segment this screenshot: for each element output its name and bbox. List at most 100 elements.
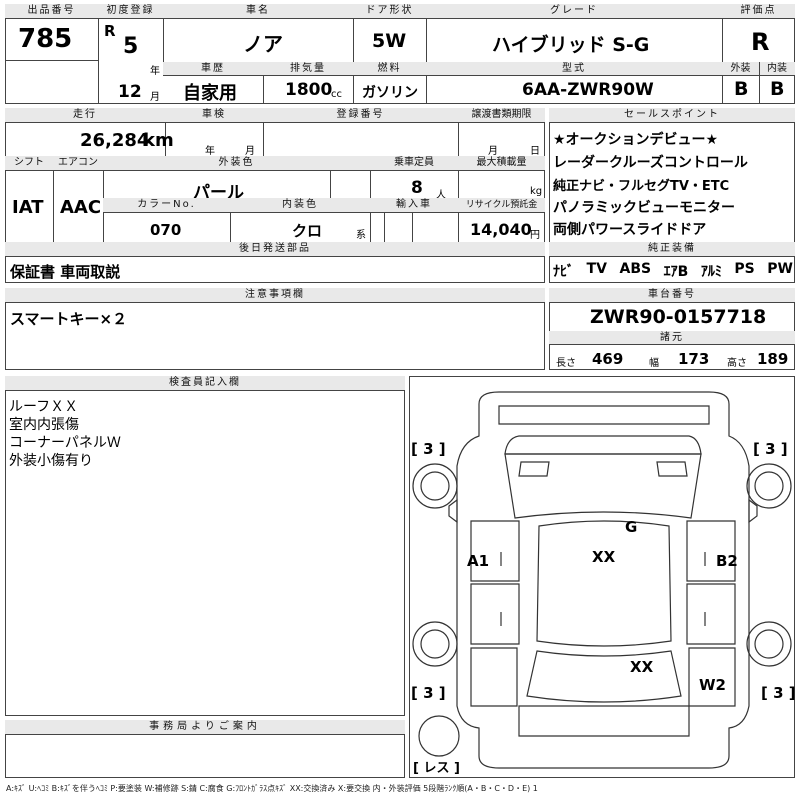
- sales-point: ★オークションデビュー★: [553, 132, 719, 148]
- recycle-label: リサイクル預託金: [458, 198, 545, 213]
- insp-month-unit: 月: [245, 146, 255, 157]
- displacement: 1800: [285, 80, 333, 100]
- specs-label: 諸元: [549, 331, 795, 345]
- sales-point: 両側パワースライドドア: [553, 222, 707, 238]
- inspector-line: 室内内張傷: [9, 417, 79, 433]
- score: R: [751, 28, 770, 56]
- recycle-fee: 14,040: [470, 220, 532, 239]
- chassis-number: ZWR90-0157718: [590, 306, 767, 328]
- yen-unit: 円: [530, 230, 540, 241]
- capacity: 8: [411, 178, 423, 198]
- chassis-label: 車台番号: [549, 288, 795, 303]
- aircon-label: エアコン: [53, 156, 103, 171]
- cc-unit: cc: [331, 89, 342, 100]
- sales-points-label: セールスポイント: [549, 108, 795, 123]
- damage-mark: B2: [716, 552, 738, 570]
- door-type: 5W: [372, 30, 407, 52]
- door-label: ドア形状: [353, 4, 426, 19]
- car-diagram: [ 3 ] [ 3 ] [ 3 ] [ 3 ] [ レス ] G XX A1 B…: [411, 391, 795, 776]
- lot-label: 出品番号: [5, 4, 98, 19]
- model-label: 型式: [426, 62, 722, 76]
- length-label: 長さ: [556, 358, 576, 369]
- km-unit: km: [143, 130, 174, 151]
- tire-front-left: [ 3 ]: [411, 440, 446, 458]
- office-label: 事務局よりご案内: [5, 720, 405, 735]
- damage-mark: A1: [467, 552, 489, 570]
- transfer-day-unit: 日: [530, 146, 540, 157]
- aircon: AAC: [60, 197, 102, 218]
- equipment-item: PS: [734, 261, 755, 277]
- color-no: 070: [150, 221, 182, 239]
- legend: A:ｷｽﾞ U:ﾍｺﾐ B:ｷｽﾞを伴うﾍｺﾐ P:要塗装 W:補修跡 S:錆 …: [6, 784, 538, 793]
- tire-rear-right: [ 3 ]: [761, 684, 795, 702]
- equipment-item: ﾅﾋﾞ: [553, 264, 574, 280]
- int-color: クロ: [292, 222, 323, 240]
- year-unit: 年: [150, 66, 160, 77]
- int-score-label: 内装: [759, 62, 795, 76]
- shift: IAT: [12, 197, 44, 218]
- damage-mark: G: [625, 518, 637, 536]
- import-label: 輸入車: [370, 198, 458, 213]
- ext-score: B: [734, 78, 749, 100]
- equipment-item: PW: [767, 261, 793, 277]
- history-label: 車歴: [163, 62, 263, 76]
- transfer-month-unit: 月: [488, 146, 498, 157]
- sales-point: 純正ナビ・フルセグTV・ETC: [553, 179, 730, 194]
- mileage: 26,284: [80, 130, 150, 151]
- inspector-block: [5, 376, 405, 716]
- grade: ハイブリッド S-G: [492, 34, 650, 56]
- height: 189: [757, 350, 789, 368]
- history: 自家用: [183, 83, 237, 104]
- kg-unit: kg: [530, 186, 543, 197]
- equipment-label: 純正装備: [549, 242, 795, 257]
- transfer-label: 譲渡書類期限: [458, 108, 545, 123]
- month-unit: 月: [150, 92, 160, 103]
- score-label: 評価点: [722, 4, 795, 19]
- car-name: ノア: [243, 32, 283, 56]
- first-reg-label: 初度登録: [98, 4, 163, 19]
- equipment-item: ABS: [619, 261, 652, 277]
- later-items-label: 後日発送部品: [5, 242, 545, 257]
- int-color-label: 内装色: [230, 198, 370, 213]
- fuel: ガソリン: [362, 85, 418, 101]
- inspector-line: コーナーパネルＷ: [9, 435, 121, 451]
- max-load-label: 最大積載量: [458, 156, 545, 171]
- era: R: [104, 22, 116, 40]
- model-code: 6AA-ZWR90W: [522, 80, 654, 100]
- equipment-list: ﾅﾋﾞ TV ABS ｴｱB ｱﾙﾐ PS PW: [553, 261, 793, 281]
- int-color-unit: 系: [356, 230, 366, 241]
- width: 173: [678, 350, 710, 368]
- mileage-label: 走行: [5, 108, 165, 123]
- notes: スマートキー×２: [10, 310, 128, 328]
- inspector-label: 検査員記入欄: [5, 376, 405, 391]
- displacement-label: 排気量: [263, 62, 353, 76]
- height-label: 高さ: [727, 358, 747, 369]
- equipment-item: TV: [586, 261, 607, 277]
- damage-diagram-block: [409, 376, 795, 778]
- reg-year: 5: [123, 34, 139, 59]
- later-items: 保証書 車両取説: [10, 263, 121, 281]
- equipment-item: ｴｱB: [663, 264, 689, 280]
- reg-no-label: 登録番号: [263, 108, 458, 123]
- int-score: B: [770, 78, 785, 100]
- equipment-item: ｱﾙﾐ: [700, 264, 722, 280]
- sales-point: パノラミックビューモニター: [553, 200, 735, 216]
- capacity-label: 乗車定員: [370, 156, 458, 171]
- ext-color-label: 外装色: [103, 156, 370, 171]
- width-label: 幅: [649, 358, 659, 369]
- car-name-label: 車名: [163, 4, 353, 19]
- reg-month: 12: [118, 82, 142, 102]
- notes-label: 注意事項欄: [5, 288, 545, 303]
- insp-year-unit: 年: [205, 146, 215, 157]
- inspection-label: 車検: [165, 108, 263, 123]
- tire-front-right: [ 3 ]: [753, 440, 788, 458]
- fuel-label: 燃料: [353, 62, 426, 76]
- inspector-line: 外装小傷有り: [9, 453, 93, 469]
- ext-score-label: 外装: [722, 62, 759, 76]
- spare-tire: [ レス ]: [413, 761, 460, 776]
- lot-number: 785: [18, 24, 73, 54]
- grade-label: グレード: [426, 4, 722, 19]
- inspector-line: ルーフＸＸ: [9, 399, 79, 415]
- damage-mark: XX: [592, 548, 616, 566]
- damage-mark: W2: [699, 676, 726, 694]
